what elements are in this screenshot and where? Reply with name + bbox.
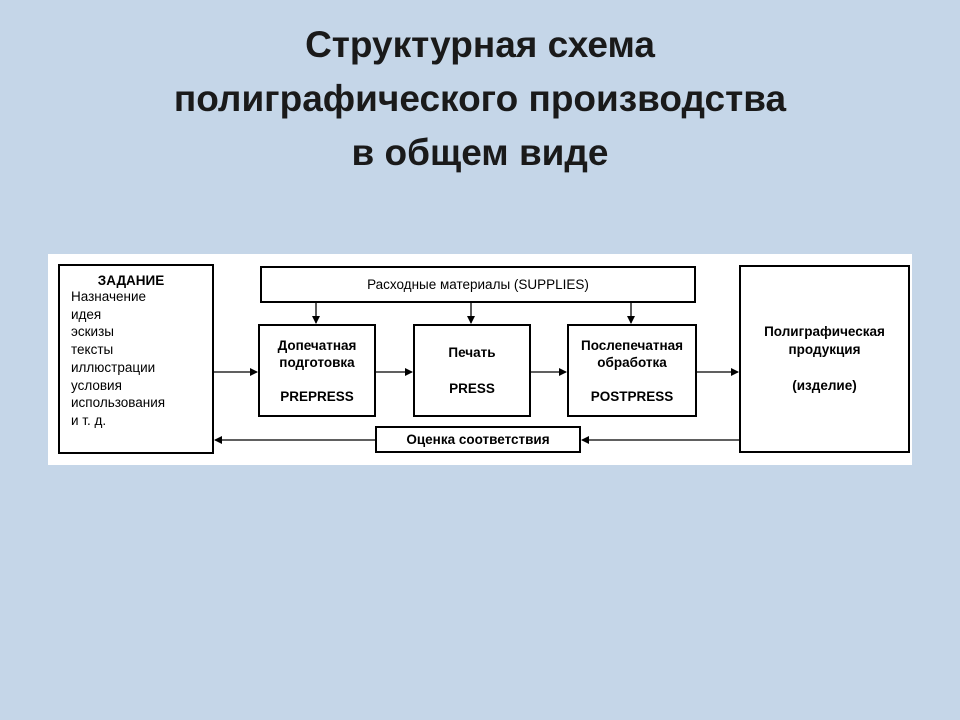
press-code: PRESS — [449, 381, 495, 396]
title-line-1: Структурная схема — [305, 24, 655, 65]
task-item: и т. д. — [71, 412, 107, 428]
connector-arrows — [214, 303, 739, 444]
task-item: эскизы — [71, 324, 114, 340]
task-list: Назначение идея эскизы тексты иллюстраци… — [71, 288, 212, 430]
press-label: Печать — [448, 345, 496, 360]
title-line-3: в общем виде — [351, 132, 609, 173]
task-item: идея — [71, 306, 102, 322]
supplies-label: Расходные материалы (SUPPLIES) — [367, 277, 589, 292]
prepress-label-1: Допечатная — [277, 337, 357, 353]
task-item: условия — [71, 377, 122, 393]
product-label-2: продукция — [788, 342, 861, 357]
product-note: (изделие) — [792, 378, 857, 393]
postpress-label-2: обработка — [597, 354, 667, 370]
task-box: ЗАДАНИЕ Назначение идея эскизы тексты ил… — [58, 264, 214, 454]
task-item: иллюстрации — [71, 359, 156, 375]
diagram-panel: ЗАДАНИЕ Назначение идея эскизы тексты ил… — [48, 254, 912, 465]
prepress-box: Допечатная подготовка PREPRESS — [258, 324, 376, 417]
prepress-code: PREPRESS — [280, 388, 354, 404]
prepress-label-2: подготовка — [279, 354, 355, 370]
postpress-label-1: Послепечатная — [580, 337, 683, 353]
assessment-label: Оценка соответствия — [406, 432, 550, 447]
assessment-box: Оценка соответствия — [375, 426, 581, 453]
slide-title: Структурная схема полиграфического произ… — [0, 18, 960, 180]
product-label-1: Полиграфическая — [764, 324, 885, 339]
task-item: тексты — [71, 342, 114, 358]
postpress-code: POSTPRESS — [590, 388, 674, 404]
title-line-2: полиграфического производства — [173, 78, 787, 119]
task-item: использования — [71, 395, 166, 411]
press-box: Печать PRESS — [413, 324, 531, 417]
product-box: Полиграфическая продукция (изделие) — [739, 265, 910, 453]
supplies-box: Расходные материалы (SUPPLIES) — [260, 266, 696, 303]
postpress-box: Послепечатная обработка POSTPRESS — [567, 324, 697, 417]
task-heading: ЗАДАНИЕ — [97, 273, 165, 288]
task-item: Назначение — [71, 289, 147, 304]
